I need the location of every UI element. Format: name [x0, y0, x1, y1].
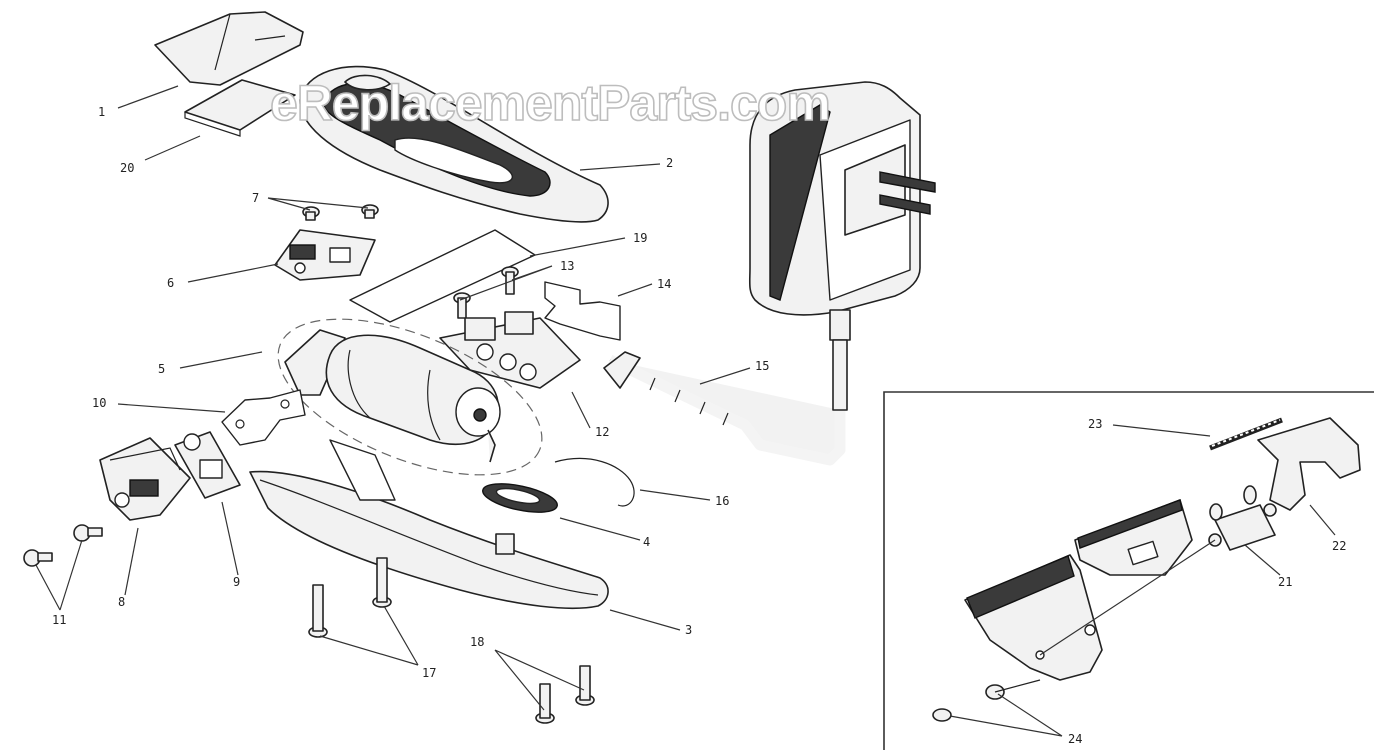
callout-9: 9 [233, 575, 240, 589]
callout-2: 2 [666, 156, 673, 170]
callout-21: 21 [1278, 575, 1292, 589]
callout-3: 3 [685, 623, 692, 637]
part-17-screws[interactable] [308, 557, 392, 638]
part-20-battery[interactable] [184, 79, 296, 137]
part-8-blade-lever[interactable] [99, 437, 191, 521]
callout-18: 18 [470, 635, 484, 649]
callout-20: 20 [120, 161, 134, 175]
part-13-screws[interactable] [453, 266, 519, 319]
part-6-switch-bracket[interactable] [274, 229, 376, 281]
callout-16: 16 [715, 494, 729, 508]
callout-4: 4 [643, 535, 650, 549]
part-12-circuit-board[interactable] [439, 311, 581, 389]
blade-inset-box [883, 391, 1374, 750]
part-18-screws[interactable] [535, 665, 595, 724]
part-10-frame-plate[interactable] [221, 389, 306, 446]
part-22-blade-spring[interactable] [1257, 417, 1361, 511]
lower-comb-blade[interactable] [964, 539, 1216, 681]
callout-17: 17 [422, 666, 436, 680]
callout-15: 15 [755, 359, 769, 373]
part-11-screws[interactable] [23, 524, 103, 567]
callout-1: 1 [98, 105, 105, 119]
part-23-pin[interactable] [1209, 417, 1283, 451]
callout-8: 8 [118, 595, 125, 609]
watermark-text: eReplacementParts.com [270, 75, 830, 131]
part-5-motor-assembly[interactable] [257, 287, 563, 507]
part-4-button[interactable] [480, 478, 559, 517]
callout-5: 5 [158, 362, 165, 376]
callout-22: 22 [1332, 539, 1346, 553]
upper-cutter-blade[interactable] [1074, 499, 1193, 576]
part-3-lower-housing[interactable] [249, 439, 609, 610]
callout-10: 10 [92, 396, 106, 410]
ac-adapter[interactable] [748, 81, 936, 411]
part-16-spring-wire[interactable] [554, 457, 635, 507]
callout-24: 24 [1068, 732, 1082, 746]
part-15-charger-cord[interactable] [603, 351, 846, 466]
part-1-battery-cover[interactable] [154, 11, 304, 86]
callout-14: 14 [657, 277, 671, 291]
callout-23: 23 [1088, 417, 1102, 431]
part-14-contact-plate[interactable] [544, 281, 621, 341]
leader-lines [35, 85, 1336, 737]
callout-11: 11 [52, 613, 66, 627]
part-24-screws[interactable] [932, 679, 1041, 722]
part-21-blade-drive[interactable] [1208, 485, 1277, 551]
callout-6: 6 [167, 276, 174, 290]
part-9-lever-plate[interactable] [174, 431, 241, 499]
callout-19: 19 [633, 231, 647, 245]
callout-13: 13 [560, 259, 574, 273]
part-2-upper-housing[interactable] [299, 65, 609, 223]
callout-labels: 1 20 2 7 6 19 13 14 5 15 10 12 16 4 9 8 … [52, 105, 1346, 746]
callout-7: 7 [252, 191, 259, 205]
part-7-screws[interactable] [302, 204, 379, 221]
callout-12: 12 [595, 425, 609, 439]
